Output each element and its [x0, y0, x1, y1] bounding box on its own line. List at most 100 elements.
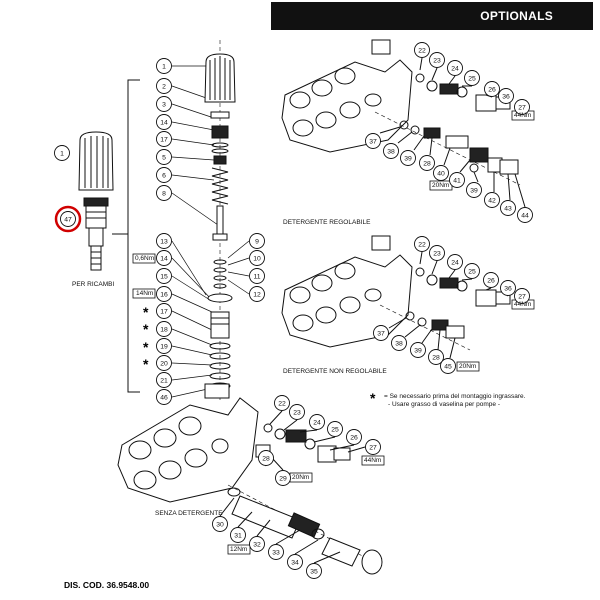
callout-circle [410, 342, 426, 358]
callout-circle [156, 389, 172, 405]
callout-circle [275, 470, 291, 486]
callout-circle [484, 192, 500, 208]
callout-circle [483, 272, 499, 288]
callout-circle [400, 150, 416, 166]
bracket [127, 79, 140, 393]
callout-circle [156, 185, 172, 201]
callout-22: 22 [414, 236, 430, 252]
callout-number: 25 [331, 426, 339, 433]
label-detergente-non-regolabile: DETERGENTE NON REGOLABILE [283, 368, 387, 375]
callout-circle [156, 233, 172, 249]
callout-45: 45 [440, 358, 456, 374]
callout-47: 47 [60, 211, 76, 227]
callout-circle [156, 338, 172, 354]
optionals-title: OPTIONALS [480, 9, 553, 23]
callout-25: 25 [464, 263, 480, 279]
callout-circle [466, 182, 482, 198]
callout-circle [156, 250, 172, 266]
callout-number: 29 [279, 475, 287, 482]
callout-number: 2 [162, 83, 166, 90]
callout-circle [156, 167, 172, 183]
callout-number: 38 [395, 340, 403, 347]
callout-number: 36 [502, 93, 510, 100]
callout-number: 27 [518, 104, 526, 111]
callout-number: 45 [444, 363, 452, 370]
callout-circle [230, 527, 246, 543]
callout-circle [517, 207, 533, 223]
callout-37: 37 [365, 133, 381, 149]
pump-head-top [281, 39, 413, 153]
callout-39: 39 [400, 150, 416, 166]
callout-1: 1 [54, 145, 70, 161]
callout-circle [433, 165, 449, 181]
highlight-circle [54, 205, 82, 233]
callout-group: 1231417568131415161718192021469101112147… [54, 42, 533, 579]
callout-39: 39 [410, 342, 426, 358]
callout-26: 26 [346, 429, 362, 445]
callout-37: 37 [373, 325, 389, 341]
callout-circle [60, 211, 76, 227]
non-regolabile-parts [379, 251, 511, 359]
torque-12: 12Nm [230, 546, 248, 553]
callout-circle [484, 81, 500, 97]
callout-35: 35 [306, 563, 322, 579]
torque-20-bottom: 20Nm [292, 474, 310, 481]
callout-circle [249, 286, 265, 302]
callout-number: 43 [504, 205, 512, 212]
callout-circle [156, 355, 172, 371]
callout-number: 39 [470, 187, 478, 194]
callout-number: 47 [64, 216, 72, 223]
callout-number: 37 [369, 138, 377, 145]
callout-28: 28 [419, 155, 435, 171]
callout-number: 28 [262, 455, 270, 462]
callout-34: 34 [287, 554, 303, 570]
callout-number: 24 [451, 65, 459, 72]
callout-5: 5 [156, 149, 172, 165]
pump-head-bottom [117, 383, 259, 503]
callout-24: 24 [309, 414, 325, 430]
callout-number: 5 [162, 154, 166, 161]
callout-6: 6 [156, 167, 172, 183]
callout-circle [327, 421, 343, 437]
callout-38: 38 [383, 143, 399, 159]
callout-22: 22 [414, 42, 430, 58]
callout-circle [309, 414, 325, 430]
callout-9: 9 [249, 233, 265, 249]
callout-16: 16 [156, 286, 172, 302]
callout-19: 19 [156, 338, 172, 354]
callout-circle [447, 60, 463, 76]
callout-circle [391, 335, 407, 351]
torque-44-bottom: 44Nm [364, 457, 382, 464]
callout-32: 32 [249, 536, 265, 552]
central-knob [204, 53, 236, 103]
callout-circle [500, 200, 516, 216]
callout-circle [156, 286, 172, 302]
callout-28: 28 [428, 349, 444, 365]
callout-number: 1 [162, 63, 166, 70]
callout-3: 3 [156, 96, 172, 112]
callout-27: 27 [365, 439, 381, 455]
callout-2: 2 [156, 78, 172, 94]
callout-number: 12 [253, 291, 261, 298]
callout-44: 44 [517, 207, 533, 223]
callout-number: 24 [313, 419, 321, 426]
callout-number: 37 [377, 330, 385, 337]
callout-13: 13 [156, 233, 172, 249]
callout-number: 22 [418, 241, 426, 248]
callout-36: 36 [498, 88, 514, 104]
callout-number: 32 [253, 541, 261, 548]
callout-circle [156, 96, 172, 112]
callout-number: 39 [404, 155, 412, 162]
callout-circle [365, 439, 381, 455]
callout-number: 33 [272, 549, 280, 556]
callout-circle [440, 358, 456, 374]
callout-circle [449, 172, 465, 188]
torque-06: 0,6Nm [135, 255, 155, 262]
callout-number: 27 [369, 444, 377, 451]
callout-number: 41 [453, 177, 461, 184]
callout-number: 20 [160, 360, 168, 367]
callout-circle [156, 131, 172, 147]
callout-18: 18 [156, 321, 172, 337]
callout-number: 38 [387, 148, 395, 155]
callout-circle [464, 70, 480, 86]
